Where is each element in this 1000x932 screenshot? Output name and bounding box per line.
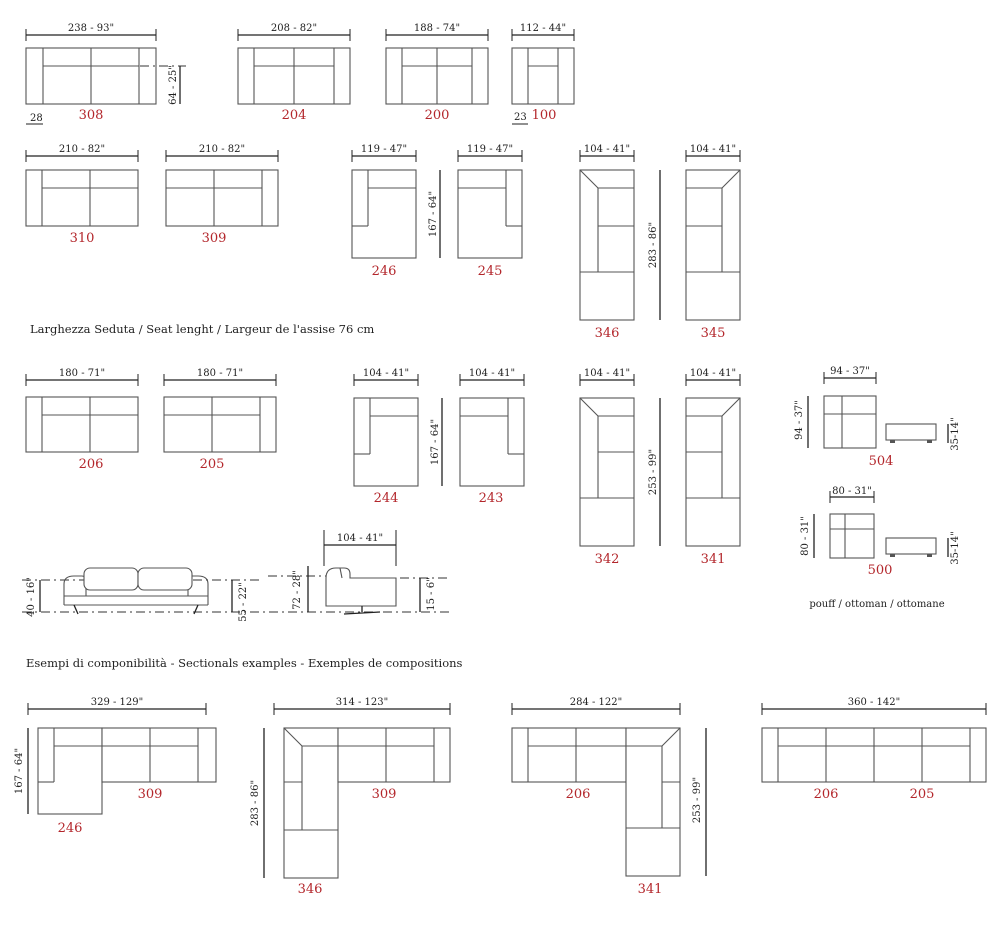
module-342-code: 342 xyxy=(595,552,620,567)
example-3-code-b: 341 xyxy=(638,882,663,897)
module-206: 180 - 71" 206 xyxy=(25,368,139,472)
module-245-width: 119 - 47" xyxy=(467,144,513,155)
example-4-code-a: 206 xyxy=(814,787,839,802)
module-345: 283 - 86" 104 - 41" 345 xyxy=(648,144,741,341)
module-243-width: 104 - 41" xyxy=(469,368,515,379)
side-section-width: 104 - 41" xyxy=(337,533,383,544)
module-308-arm: 28 xyxy=(30,113,43,124)
example-3: 284 - 122" 253 - 99" 206 341 xyxy=(511,697,707,897)
module-346-code: 346 xyxy=(595,326,620,341)
module-100: 112 - 44" 23 100 xyxy=(511,23,575,125)
module-244-width: 104 - 41" xyxy=(363,368,409,379)
module-204: 208 - 82" 204 xyxy=(237,23,351,123)
module-309: 210 - 82" 309 xyxy=(165,144,279,246)
row2-corner-depth: 283 - 86" xyxy=(648,222,659,268)
module-309-code: 309 xyxy=(202,231,227,246)
example-3-depth: 253 - 99" xyxy=(692,777,703,823)
module-246: 119 - 47" 246 xyxy=(351,144,417,279)
module-245: 167 - 64" 119 - 47" 245 xyxy=(428,144,523,279)
example-1-code-a: 309 xyxy=(138,787,163,802)
example-1-width: 329 - 129" xyxy=(91,697,144,708)
row2-chaise-depth: 167 - 64" xyxy=(428,191,439,237)
module-100-width: 112 - 44" xyxy=(520,23,566,34)
example-4: 360 - 142" 206 205 xyxy=(761,697,987,802)
side-back-height: 72 - 28" xyxy=(292,570,303,610)
module-345-width: 104 - 41" xyxy=(690,144,736,155)
pouf-504-depth: 94 - 37" xyxy=(794,400,805,440)
module-246-width: 119 - 47" xyxy=(361,144,407,155)
row3-chaise-depth: 167 - 64" xyxy=(430,419,441,465)
examples-caption: Esempi di componibilità - Sectionals exa… xyxy=(26,656,463,670)
module-204-code: 204 xyxy=(282,108,307,123)
module-342-width: 104 - 41" xyxy=(584,368,630,379)
module-342: 104 - 41" 342 xyxy=(579,368,635,567)
module-200-width: 188 - 74" xyxy=(414,23,460,34)
pouf-504: 94 - 37" 94 - 37" 35-14" 504 xyxy=(794,366,961,469)
example-4-width: 360 - 142" xyxy=(848,697,901,708)
pouf-500: 80 - 31" 80 - 31" 35-14" 500 xyxy=(800,486,961,578)
module-346: 104 - 41" 346 xyxy=(579,144,635,341)
pouf-504-height: 35-14" xyxy=(950,417,961,450)
module-308-height: 64 - 25" xyxy=(168,65,179,105)
row3-corner-depth: 253 - 99" xyxy=(648,449,659,495)
module-309-width: 210 - 82" xyxy=(199,144,245,155)
module-243: 167 - 64" 104 - 41" 243 xyxy=(430,368,525,506)
module-100-arm: 23 xyxy=(514,112,527,123)
module-308-width: 238 - 93" xyxy=(68,23,114,34)
side-arm-height: 40 - 16" xyxy=(26,577,37,617)
pouf-500-width: 80 - 31" xyxy=(832,486,872,497)
pouf-500-height: 35-14" xyxy=(950,531,961,564)
module-244: 104 - 41" 244 xyxy=(353,368,419,506)
side-elevation-profile: 104 - 41" 72 - 28" 15 - 6" xyxy=(268,530,450,615)
example-1-code-b: 246 xyxy=(58,821,83,836)
module-345-code: 345 xyxy=(701,326,726,341)
module-205-code: 205 xyxy=(200,457,225,472)
example-3-width: 284 - 122" xyxy=(570,697,623,708)
example-2-code-b: 346 xyxy=(298,882,323,897)
module-246-code: 246 xyxy=(372,264,397,279)
example-2-width: 314 - 123" xyxy=(336,697,389,708)
example-2: 314 - 123" 283 - 86" 309 346 xyxy=(250,697,451,897)
module-206-width: 180 - 71" xyxy=(59,368,105,379)
module-308-code: 308 xyxy=(79,108,104,123)
module-204-width: 208 - 82" xyxy=(271,23,317,34)
side-seat-height: 55 - 22" xyxy=(238,582,249,622)
module-310-width: 210 - 82" xyxy=(59,144,105,155)
module-200-code: 200 xyxy=(425,108,450,123)
module-341-code: 341 xyxy=(701,552,726,567)
example-2-code-a: 309 xyxy=(372,787,397,802)
module-243-code: 243 xyxy=(479,491,504,506)
pouf-504-width: 94 - 37" xyxy=(830,366,870,377)
module-100-code: 100 xyxy=(532,108,557,123)
example-4-code-b: 205 xyxy=(910,787,935,802)
module-200: 188 - 74" 200 xyxy=(385,23,489,123)
side-foot-height: 15 - 6" xyxy=(426,577,437,610)
pouf-500-depth: 80 - 31" xyxy=(800,516,811,556)
module-244-code: 244 xyxy=(374,491,399,506)
module-341: 253 - 99" 104 - 41" 341 xyxy=(648,368,741,567)
example-1-depth: 167 - 64" xyxy=(14,748,25,794)
module-310: 210 - 82" 310 xyxy=(25,144,139,246)
pouf-500-code: 500 xyxy=(868,563,893,578)
example-1: 329 - 129" 167 - 64" 309 246 xyxy=(14,697,217,836)
example-3-code-a: 206 xyxy=(566,787,591,802)
module-206-code: 206 xyxy=(79,457,104,472)
module-205-width: 180 - 71" xyxy=(197,368,243,379)
pouf-504-code: 504 xyxy=(869,454,894,469)
module-310-code: 310 xyxy=(70,231,95,246)
example-2-depth: 283 - 86" xyxy=(250,780,261,826)
seat-length-caption: Larghezza Seduta / Seat lenght / Largeur… xyxy=(30,322,374,336)
module-341-width: 104 - 41" xyxy=(690,368,736,379)
pouf-caption: pouff / ottoman / ottomane xyxy=(809,599,944,610)
module-205: 180 - 71" 205 xyxy=(163,368,277,472)
module-245-code: 245 xyxy=(478,264,503,279)
module-346-width: 104 - 41" xyxy=(584,144,630,155)
module-308: 238 - 93" 64 - 25" 28 308 xyxy=(25,23,186,125)
